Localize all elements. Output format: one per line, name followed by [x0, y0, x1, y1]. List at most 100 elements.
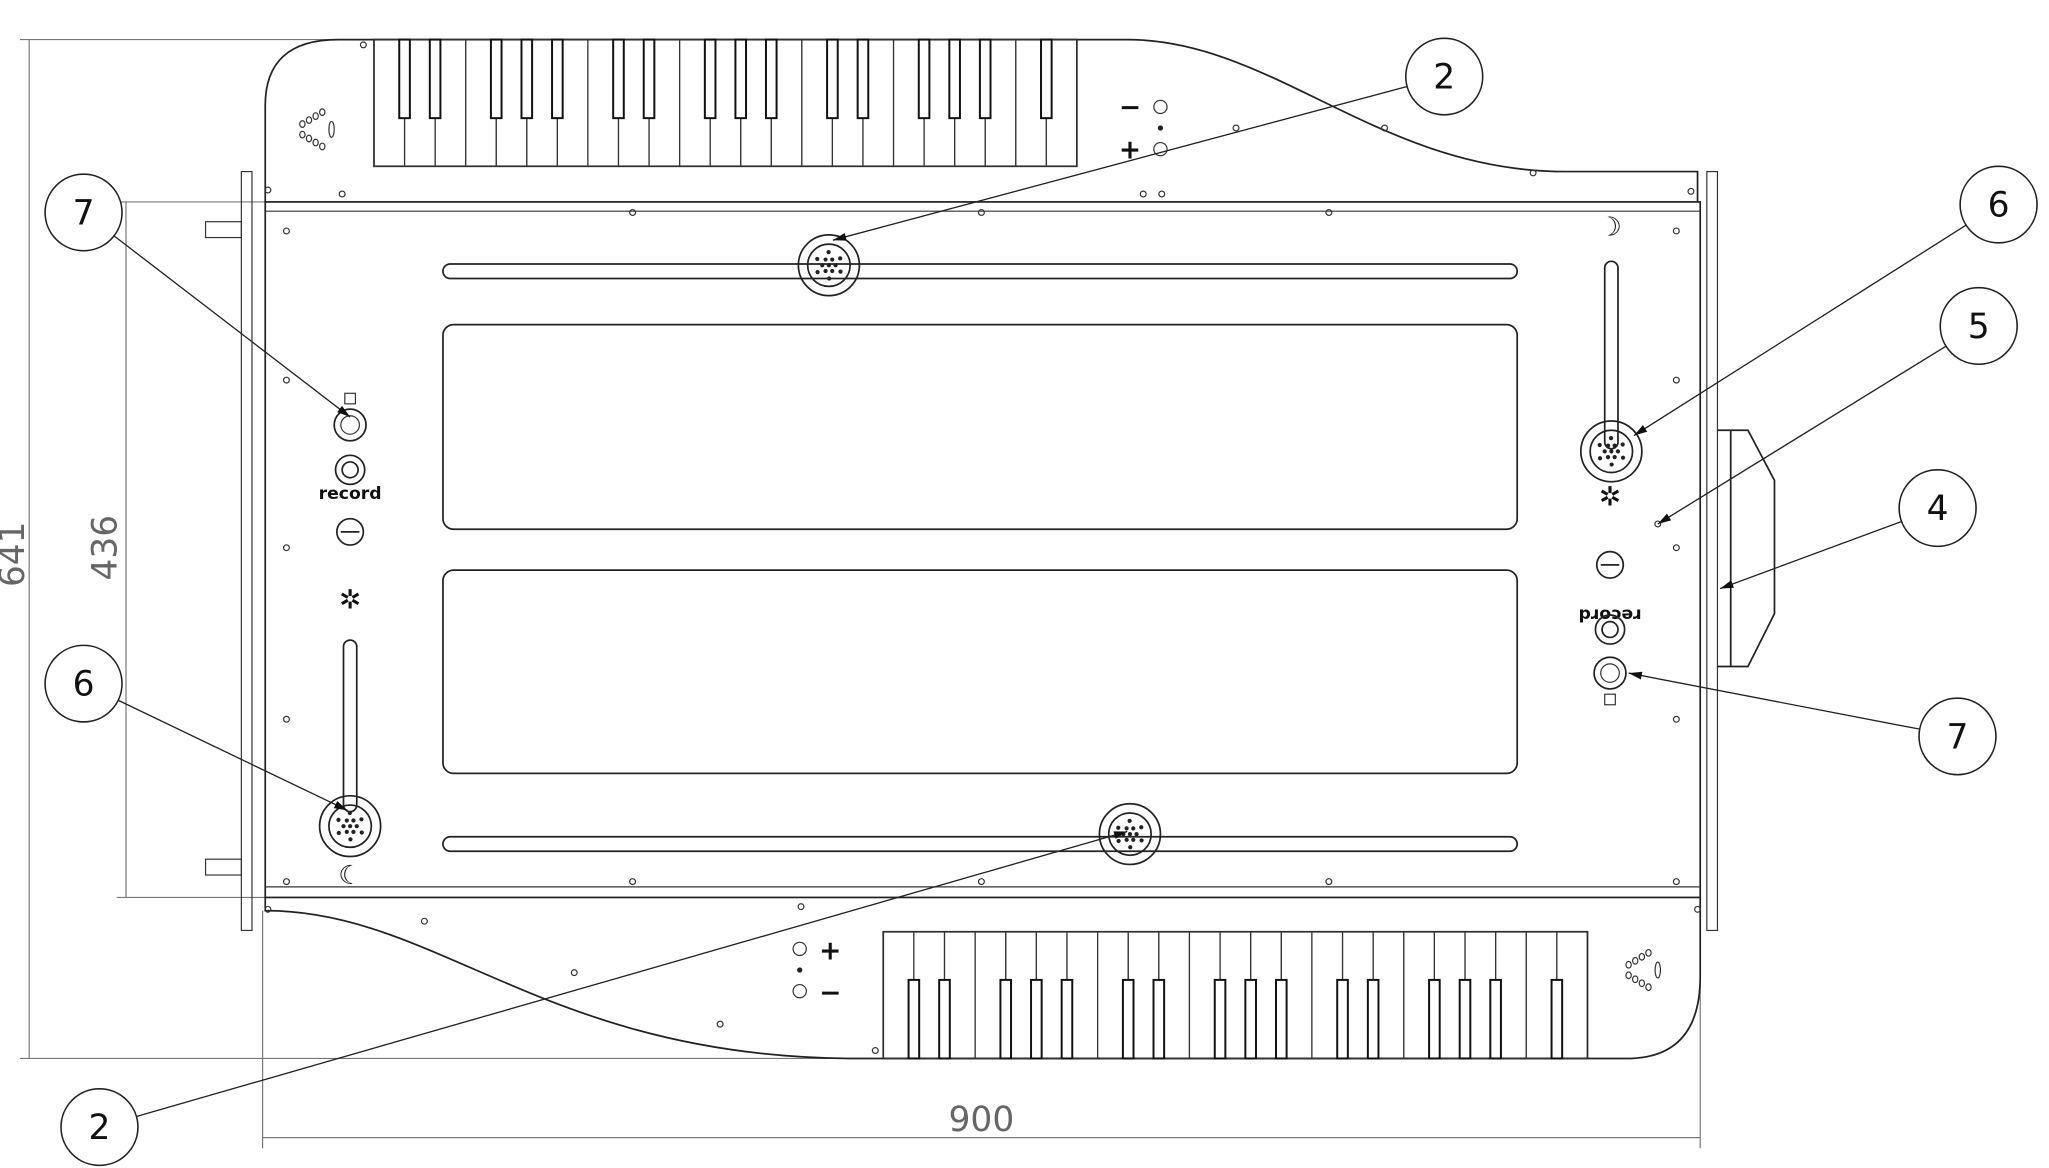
callout-number: 2 [1433, 58, 1455, 98]
slider-knob-left[interactable] [318, 794, 382, 858]
slider-track-top[interactable] [442, 263, 1519, 280]
record-button-right[interactable] [1594, 614, 1626, 645]
keyboard-frame [882, 930, 1589, 1060]
callout-number: 7 [73, 193, 95, 233]
screw-hole [1325, 878, 1333, 886]
screw-hole [1672, 376, 1680, 384]
black-key[interactable] [1274, 978, 1288, 1060]
screw-hole [420, 917, 428, 925]
black-key[interactable] [1040, 38, 1053, 120]
screw-hole [338, 190, 346, 198]
black-key[interactable] [1121, 978, 1135, 1060]
keyboard-top[interactable] [373, 38, 1078, 168]
volume-down-button-top[interactable] [1153, 99, 1168, 115]
right-controls: ✲ ☾ record [1578, 209, 1642, 706]
screw-hole [1381, 124, 1389, 132]
black-key[interactable] [999, 978, 1013, 1060]
black-key[interactable] [1458, 978, 1472, 1060]
black-key[interactable] [978, 38, 992, 120]
callout-number: 7 [1947, 717, 1969, 757]
left-controls: record ✲ ☾ [319, 392, 382, 891]
black-key[interactable] [734, 38, 748, 120]
screw-hole [1672, 544, 1680, 552]
power-button-right[interactable] [1595, 550, 1625, 579]
slider-track-right[interactable] [1603, 260, 1619, 450]
sun-icon-left: ✲ [339, 584, 361, 615]
black-key[interactable] [520, 38, 534, 120]
minus-label-top: − [1119, 92, 1141, 123]
screw-hole [264, 905, 272, 913]
dim-900-label: 900 [949, 1100, 1015, 1140]
callout-7: 7 [44, 173, 351, 418]
callout-number: 6 [1988, 186, 2010, 226]
black-key[interactable] [907, 978, 921, 1060]
screw-hole [1139, 190, 1147, 198]
plus-label-top: + [1119, 134, 1141, 165]
record-label-left: record [319, 484, 382, 504]
slider-knob-right[interactable] [1579, 420, 1643, 483]
black-key[interactable] [856, 38, 870, 120]
black-key[interactable] [1550, 978, 1564, 1060]
black-key[interactable] [612, 38, 625, 120]
black-key[interactable] [826, 38, 839, 120]
screw-hole [359, 41, 367, 49]
black-key[interactable] [551, 38, 564, 120]
volume-down-button-bottom[interactable] [792, 983, 807, 999]
black-key[interactable] [938, 978, 951, 1060]
display-top [442, 323, 1519, 531]
side-handle [1717, 429, 1776, 668]
slider-knob-top[interactable] [797, 234, 861, 297]
display-bottom [442, 569, 1519, 775]
screw-hole [1672, 715, 1680, 723]
black-key[interactable] [917, 38, 931, 120]
black-key[interactable] [1060, 978, 1074, 1060]
power-button-left[interactable] [335, 517, 365, 546]
callout-number: 2 [89, 1108, 111, 1148]
record-button-left[interactable] [334, 454, 366, 486]
black-key[interactable] [948, 38, 961, 120]
callout-bubble [1959, 165, 2038, 244]
slider-track-bottom[interactable] [442, 835, 1519, 853]
callout-bubble [44, 644, 123, 723]
callout-bubble [1404, 37, 1484, 116]
screw-hole [1654, 520, 1662, 528]
black-key[interactable] [398, 38, 411, 120]
callout-number: 6 [73, 665, 95, 705]
dimension-overall-height: 641 [0, 38, 876, 1060]
callout-bubble [60, 1088, 139, 1167]
jack-connector-right[interactable] [1593, 656, 1627, 690]
screw-hole [570, 969, 578, 977]
main-panel [264, 201, 1702, 899]
callout-bubble [1898, 469, 1977, 548]
black-key[interactable] [1489, 978, 1502, 1060]
callout-6: 6 [1633, 165, 2038, 437]
screw-hole [282, 715, 290, 723]
black-key[interactable] [1152, 978, 1166, 1060]
volume-controls-bottom: + − [792, 936, 841, 1009]
screw-hole [264, 186, 272, 194]
slider-knob-bottom[interactable] [1098, 802, 1162, 866]
black-key[interactable] [428, 38, 442, 120]
black-key[interactable] [764, 38, 778, 120]
keyboard-bottom[interactable] [882, 930, 1589, 1060]
slider-track-left[interactable] [342, 639, 358, 813]
sun-icon-right: ✲ [1599, 482, 1621, 513]
screw-hole [797, 903, 805, 911]
black-key[interactable] [1336, 978, 1349, 1060]
callout-bubble [44, 173, 123, 252]
plus-label-bottom: + [819, 936, 841, 967]
callout-bubble [1918, 697, 1997, 776]
black-key[interactable] [642, 38, 656, 120]
black-key[interactable] [1030, 978, 1043, 1060]
volume-up-button-top[interactable] [1153, 141, 1168, 157]
black-key[interactable] [489, 38, 503, 120]
screw-hole [282, 544, 290, 552]
black-key[interactable] [1428, 978, 1441, 1060]
jack-connector-left[interactable] [333, 408, 367, 442]
black-key[interactable] [703, 38, 717, 120]
black-key[interactable] [1366, 978, 1380, 1060]
black-key[interactable] [1213, 978, 1227, 1060]
volume-up-button-bottom[interactable] [792, 941, 807, 957]
screw-hole [1529, 169, 1537, 177]
black-key[interactable] [1244, 978, 1257, 1060]
